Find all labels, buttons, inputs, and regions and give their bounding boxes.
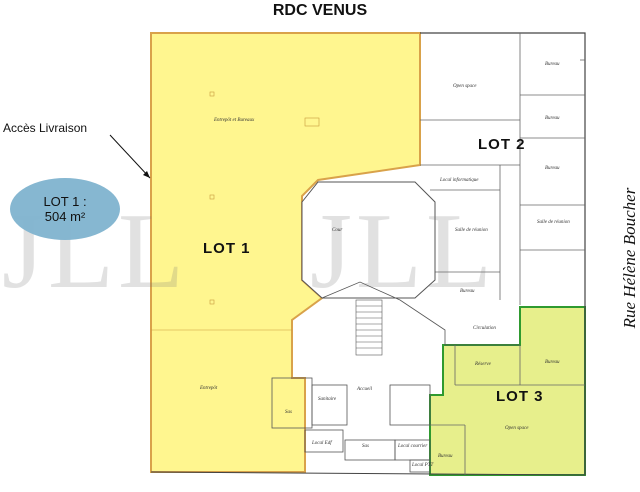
room-open-space-lot3: Open space [505,426,529,431]
courtyard [301,181,436,299]
room-entrepot-bureaux: Entrepôt et Bureaux [214,118,255,123]
room-bureau-2: Bureau [545,116,560,121]
room-salle-reunion-1: Salle de réunion [455,228,488,233]
room-bureau-1: Bureau [545,62,560,67]
lot1-badge [10,178,120,240]
staircase [355,299,383,356]
lot1-badge-line2: 504 m² [44,209,86,224]
outer-wall [420,32,586,475]
room-sas-2: Sas [362,444,369,449]
delivery-arrow [109,134,151,179]
room-open-space-top: Open space [453,84,477,89]
room-reserve: Réserve [475,362,491,367]
lot1-badge-text: LOT 1 : 504 m² [10,194,120,224]
lot1-badge-line1: LOT 1 : [43,194,87,209]
lot1-partitions [151,91,320,331]
hall-outline [271,281,520,473]
room-accueil: Accueil [357,387,372,392]
room-sas: Sas [285,410,292,415]
room-cour: Cour [332,228,343,233]
room-bureau-5: Bureau [545,360,560,365]
lot3-partitions [430,345,585,475]
delivery-arrowhead [143,171,150,178]
lot2-label: LOT 2 [478,136,526,153]
watermark-right: JLL [310,192,496,311]
room-salle-reunion-2: Salle de réunion [537,220,570,225]
room-bureau-4: Bureau [460,289,475,294]
delivery-access-label: Accès Livraison [3,121,88,135]
lot1-label: LOT 1 [203,240,251,257]
room-bureau-6: Bureau [438,454,453,459]
lot2-partitions [420,33,585,305]
room-local-ptt: Local PTT [412,463,434,468]
room-circulation: Circulation [473,326,496,331]
plan-title: RDC VENUS [272,2,368,19]
room-entrepot: Entrepôt [200,386,218,391]
room-local-courrier: Local courrier [398,444,428,449]
room-local-info: Local informatique [440,178,479,183]
room-local-edf: Local Edf [312,441,332,446]
lot3-label: LOT 3 [496,388,544,405]
room-sanitaire: Sanitaire [318,397,337,402]
street-name: Rue Hélène Boucher [620,187,639,329]
room-bureau-3: Bureau [545,166,560,171]
